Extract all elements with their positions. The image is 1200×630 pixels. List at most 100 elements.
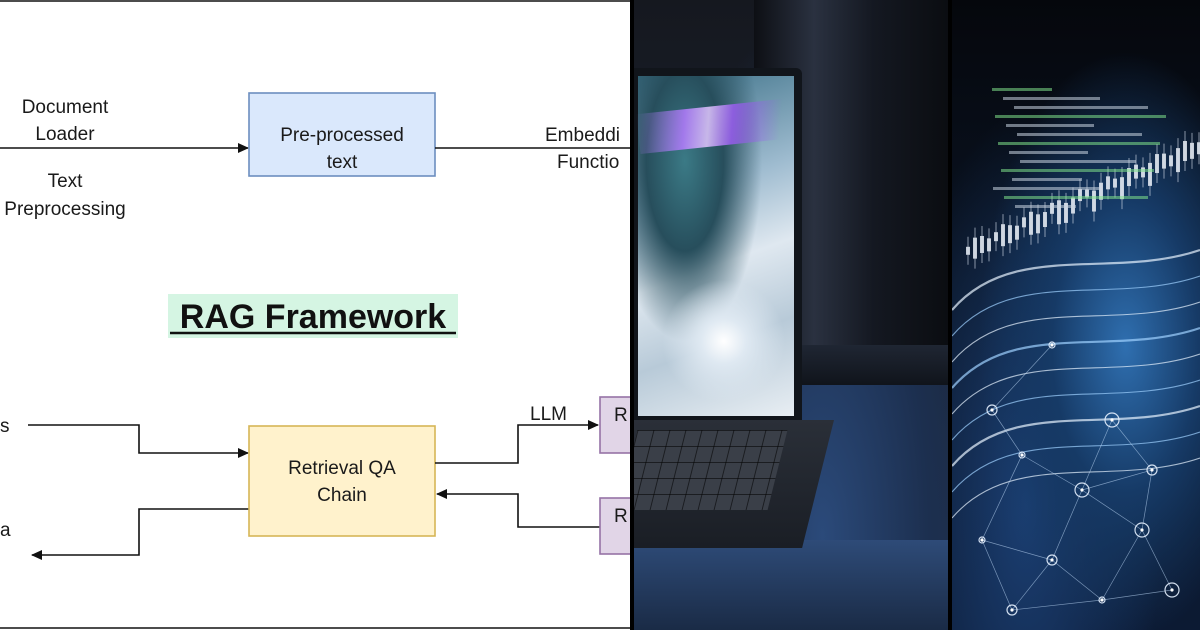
candle-body xyxy=(1169,155,1173,167)
laptop-display xyxy=(636,76,796,416)
node-retrieval-label-line2: Chain xyxy=(317,485,367,506)
laptop-screen xyxy=(634,68,802,426)
code-line xyxy=(1015,205,1076,208)
candle-body xyxy=(1036,214,1040,234)
candle-body xyxy=(1120,177,1124,200)
display-light-streak xyxy=(636,97,796,155)
node-preprocessed-label-line1: Pre-processed xyxy=(280,125,404,146)
edge-r-to-retrieval xyxy=(436,489,600,528)
code-line xyxy=(995,115,1166,118)
code-line xyxy=(992,88,1052,91)
candle-body xyxy=(1099,182,1103,200)
code-line xyxy=(993,187,1100,190)
candle-body xyxy=(966,246,970,255)
network-link xyxy=(991,409,1023,456)
label-document-loader-line1: Document xyxy=(22,97,109,118)
candle-body xyxy=(1085,189,1089,198)
network-link xyxy=(1101,589,1173,601)
rag-diagram-panel: Document Loader Text Preprocessing Pre-p… xyxy=(0,0,630,630)
candle-body xyxy=(1078,189,1082,202)
network-node xyxy=(1046,554,1058,566)
network-link xyxy=(1141,469,1153,531)
candle-body xyxy=(1001,224,1005,247)
diagram-title: RAG Framework xyxy=(180,298,446,336)
network-link xyxy=(1011,559,1053,611)
candle-body xyxy=(1092,190,1096,212)
network-node-pattern xyxy=(978,341,1180,616)
light-wave xyxy=(952,353,1200,415)
label-text-preprocessing-line2: Preprocessing xyxy=(4,199,125,220)
light-wave xyxy=(952,404,1200,467)
node-retrieval-qa-chain xyxy=(248,425,436,537)
candle-body xyxy=(1183,141,1187,162)
code-line xyxy=(1001,169,1154,172)
edge-retrieval-to-llm xyxy=(435,420,599,464)
code-line xyxy=(1003,97,1100,100)
network-link xyxy=(981,539,1013,611)
rag-diagram: Document Loader Text Preprocessing Pre-p… xyxy=(0,0,630,629)
candle-body xyxy=(1057,200,1061,225)
network-node-core xyxy=(1020,453,1024,457)
candle-body xyxy=(1106,176,1110,190)
candle-body xyxy=(973,237,977,259)
label-left-fragment-red: s xyxy=(0,416,10,437)
code-line xyxy=(1006,124,1094,127)
network-node-core xyxy=(1010,608,1014,612)
code-line xyxy=(998,142,1160,145)
network-node xyxy=(1134,522,1150,538)
abstract-data-art-panel xyxy=(952,0,1200,630)
network-link xyxy=(1101,529,1143,601)
light-wave xyxy=(952,379,1200,441)
edge-retrieval-to-answer xyxy=(31,508,249,560)
label-llm: LLM xyxy=(530,404,567,425)
network-link xyxy=(981,454,1023,541)
network-node-core xyxy=(1140,528,1144,532)
candle-body xyxy=(1148,162,1152,186)
node-preprocessed-text xyxy=(248,92,436,177)
node-r-top xyxy=(599,396,630,454)
node-r-bottom xyxy=(599,497,630,555)
network-node-core xyxy=(1110,418,1114,422)
laptop-keyboard xyxy=(634,430,788,510)
light-wave xyxy=(952,301,1200,363)
network-node-core xyxy=(1170,588,1174,592)
code-line xyxy=(1014,106,1148,109)
candle-body xyxy=(1176,148,1180,173)
code-line xyxy=(1012,178,1082,181)
light-wave xyxy=(952,431,1200,493)
network-link xyxy=(1051,559,1103,601)
network-node xyxy=(1146,464,1158,476)
light-wave xyxy=(952,326,1200,389)
table-surface xyxy=(634,540,948,630)
candle-body xyxy=(987,238,991,252)
title-highlight xyxy=(168,294,458,338)
candle-body xyxy=(1197,142,1200,155)
label-embedding-line2: Functio xyxy=(557,152,619,173)
label-left-fragment-green: a xyxy=(0,520,11,541)
node-r-bottom-label: R xyxy=(614,506,628,527)
network-node xyxy=(978,536,986,544)
laptop-base xyxy=(634,420,834,548)
network-node xyxy=(1164,582,1180,598)
network-link xyxy=(1081,489,1143,531)
light-wave xyxy=(952,457,1200,519)
node-retrieval-label-line1: Retrieval QA xyxy=(288,458,396,479)
code-line xyxy=(1009,151,1088,154)
candle-body xyxy=(1190,142,1194,159)
candle-body xyxy=(1022,217,1026,228)
candlestick-pattern xyxy=(966,131,1200,269)
candle-body xyxy=(1043,212,1047,228)
network-node-core xyxy=(1050,558,1054,562)
candle-body xyxy=(1008,225,1012,244)
abstract-data-art xyxy=(952,88,1200,616)
network-link xyxy=(1081,419,1113,491)
node-r-top-label: R xyxy=(614,405,628,426)
network-node xyxy=(1018,451,1026,459)
candle-body xyxy=(1127,168,1131,187)
network-node xyxy=(1098,596,1106,604)
candle-body xyxy=(1029,211,1033,235)
candle-body xyxy=(980,235,984,253)
network-link xyxy=(1051,489,1083,561)
candle-body xyxy=(1050,202,1054,214)
candle-body xyxy=(1155,154,1159,174)
